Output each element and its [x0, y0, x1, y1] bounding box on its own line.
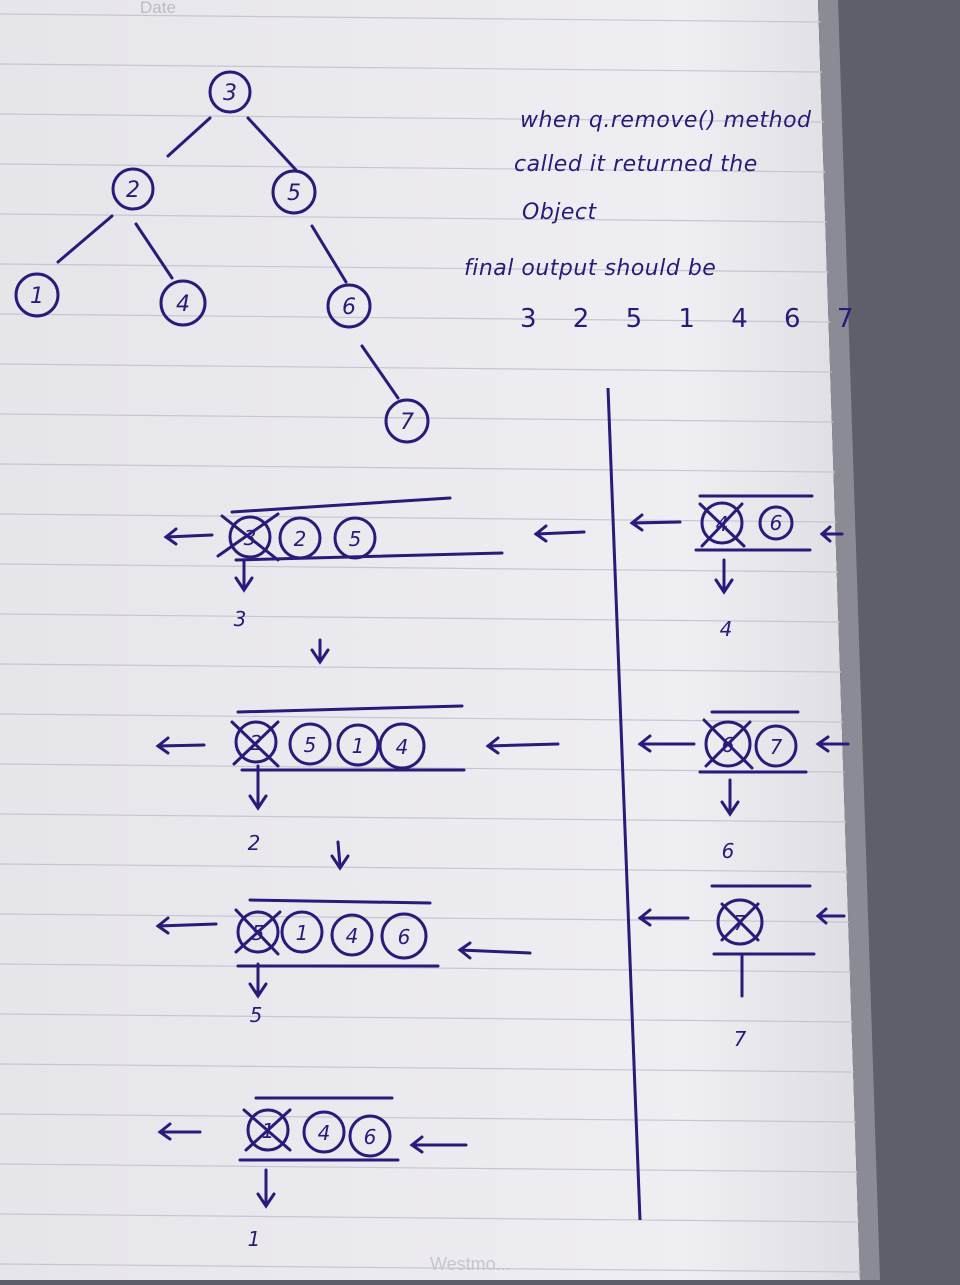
ruled-line	[0, 913, 850, 923]
ruled-line	[0, 113, 824, 123]
queue-1-item-2: 2	[294, 527, 307, 551]
final-output: 3 2 5 1 4 6 7	[520, 304, 868, 334]
tree-node-3	[208, 70, 252, 114]
column-divider	[606, 387, 642, 1221]
queue-3-removed: 5	[250, 1003, 263, 1027]
queue-3-item-3: 4	[346, 924, 359, 948]
queue-2-item-3: 1	[352, 734, 365, 758]
queue-6-removed: 6	[722, 839, 735, 863]
left-queues	[155, 496, 586, 1209]
tree-node-6-label: 6	[342, 295, 356, 320]
ruled-line	[0, 13, 821, 23]
ruled-line	[0, 713, 843, 723]
ruled-line	[0, 613, 840, 623]
tree-node-4-label: 4	[176, 292, 190, 317]
queue-7-item-1: 7	[734, 911, 747, 935]
tree-node-5-label: 5	[287, 181, 301, 206]
ruled-line	[0, 563, 839, 573]
queue-1-item-1: 3	[244, 526, 257, 550]
queue-7-removed: 7	[734, 1027, 747, 1051]
tree-node-4	[159, 279, 207, 327]
queue-6-item-2: 7	[770, 735, 783, 759]
binary-tree	[14, 70, 430, 444]
note-line-3: Object	[522, 200, 597, 225]
queue-3-item-2: 1	[296, 921, 309, 945]
tree-node-6	[326, 283, 372, 329]
queue-4-removed: 1	[248, 1227, 261, 1251]
note-line-2: called it returned the	[514, 152, 758, 177]
queue-6-item-1: 6	[722, 733, 735, 757]
ruled-line	[0, 663, 842, 673]
tree-node-2	[111, 167, 155, 211]
tree-node-5	[271, 169, 317, 215]
ruled-line	[0, 263, 829, 273]
ruled-line	[0, 63, 823, 73]
ruled-line	[0, 1113, 856, 1123]
ruled-line	[0, 313, 831, 323]
ruled-line	[0, 213, 827, 223]
queue-1-removed: 3	[234, 607, 247, 631]
ruled-line	[0, 863, 848, 873]
queue-4-item-2: 4	[318, 1121, 331, 1145]
tree-node-3-label: 3	[223, 81, 237, 106]
ruled-line	[0, 363, 832, 373]
note-line-4: final output should be	[464, 256, 717, 281]
note-line-1: when q.remove() method	[520, 108, 812, 133]
bottom-watermark: Westmo...	[430, 1254, 511, 1274]
ruled-line	[0, 513, 837, 523]
tree-node-7-label: 7	[400, 410, 414, 435]
ruled-line	[0, 1013, 853, 1023]
ruled-line	[0, 1213, 859, 1223]
ruled-line	[0, 1163, 858, 1173]
ruled-lines	[0, 13, 861, 1273]
queue-5-item-1: 4	[716, 512, 729, 536]
tree-node-1-label: 1	[30, 284, 44, 309]
queue-2-item-1: 2	[250, 731, 263, 755]
ruled-line	[0, 963, 851, 973]
ruled-line	[0, 1063, 855, 1073]
ruled-line	[0, 1263, 861, 1273]
tree-node-7	[384, 398, 430, 444]
ruled-line	[0, 163, 826, 173]
queue-3-item-1: 5	[252, 921, 265, 945]
ruled-line	[0, 413, 834, 423]
ruled-line	[0, 463, 835, 473]
date-label: Date	[140, 0, 176, 17]
tree-node-2-label: 2	[126, 178, 140, 203]
queue-5-removed: 4	[720, 617, 733, 641]
right-queues	[629, 494, 850, 998]
tree-node-1	[14, 272, 60, 318]
queue-5-item-2: 6	[770, 511, 783, 535]
queue-1-item-3: 5	[349, 527, 362, 551]
queue-2-removed: 2	[248, 831, 261, 855]
queue-3-item-4: 6	[398, 925, 411, 949]
ruled-line	[0, 813, 847, 823]
queue-2-item-2: 5	[304, 733, 317, 757]
queue-4-item-1: 1	[262, 1119, 275, 1143]
queue-4-item-3: 6	[364, 1125, 377, 1149]
queue-2-item-4: 4	[396, 735, 409, 759]
